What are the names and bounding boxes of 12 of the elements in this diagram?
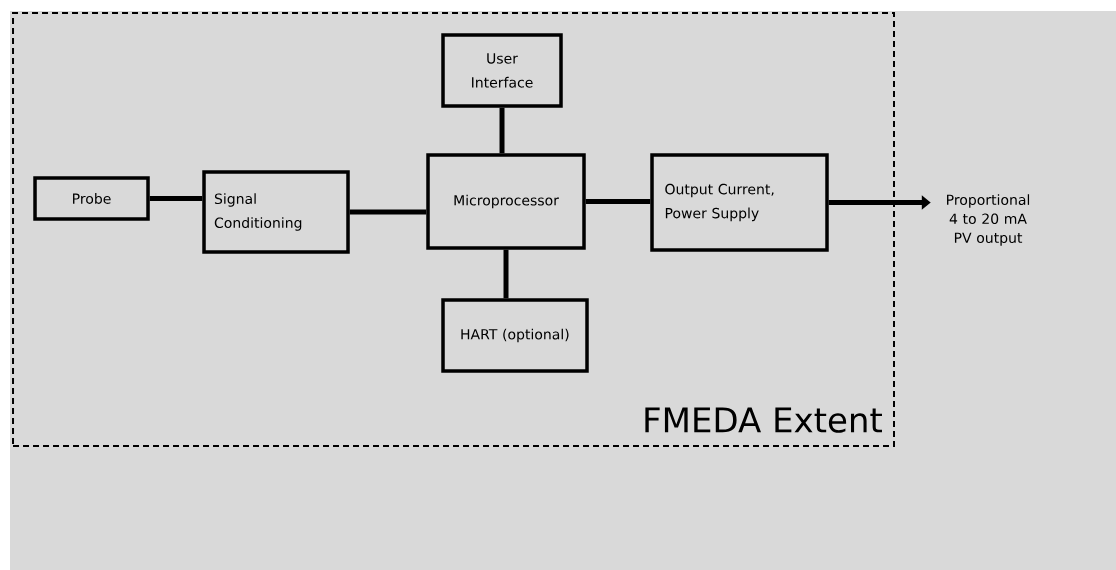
- process-box: Output Current, Power Supply: [650, 153, 829, 252]
- connector: [149, 196, 203, 201]
- process-box: HART (optional): [441, 298, 589, 373]
- output-label: Proportional 4 to 20 mA PV output: [947, 194, 1030, 246]
- connector: [503, 249, 509, 299]
- process-box: Microprocessor: [426, 153, 586, 250]
- connector: [499, 107, 505, 154]
- connector: [585, 199, 651, 204]
- connector: [349, 209, 427, 215]
- process-box: Probe: [33, 176, 150, 221]
- process-box: User Interface: [441, 33, 563, 108]
- process-box: Signal Conditioning: [202, 170, 350, 254]
